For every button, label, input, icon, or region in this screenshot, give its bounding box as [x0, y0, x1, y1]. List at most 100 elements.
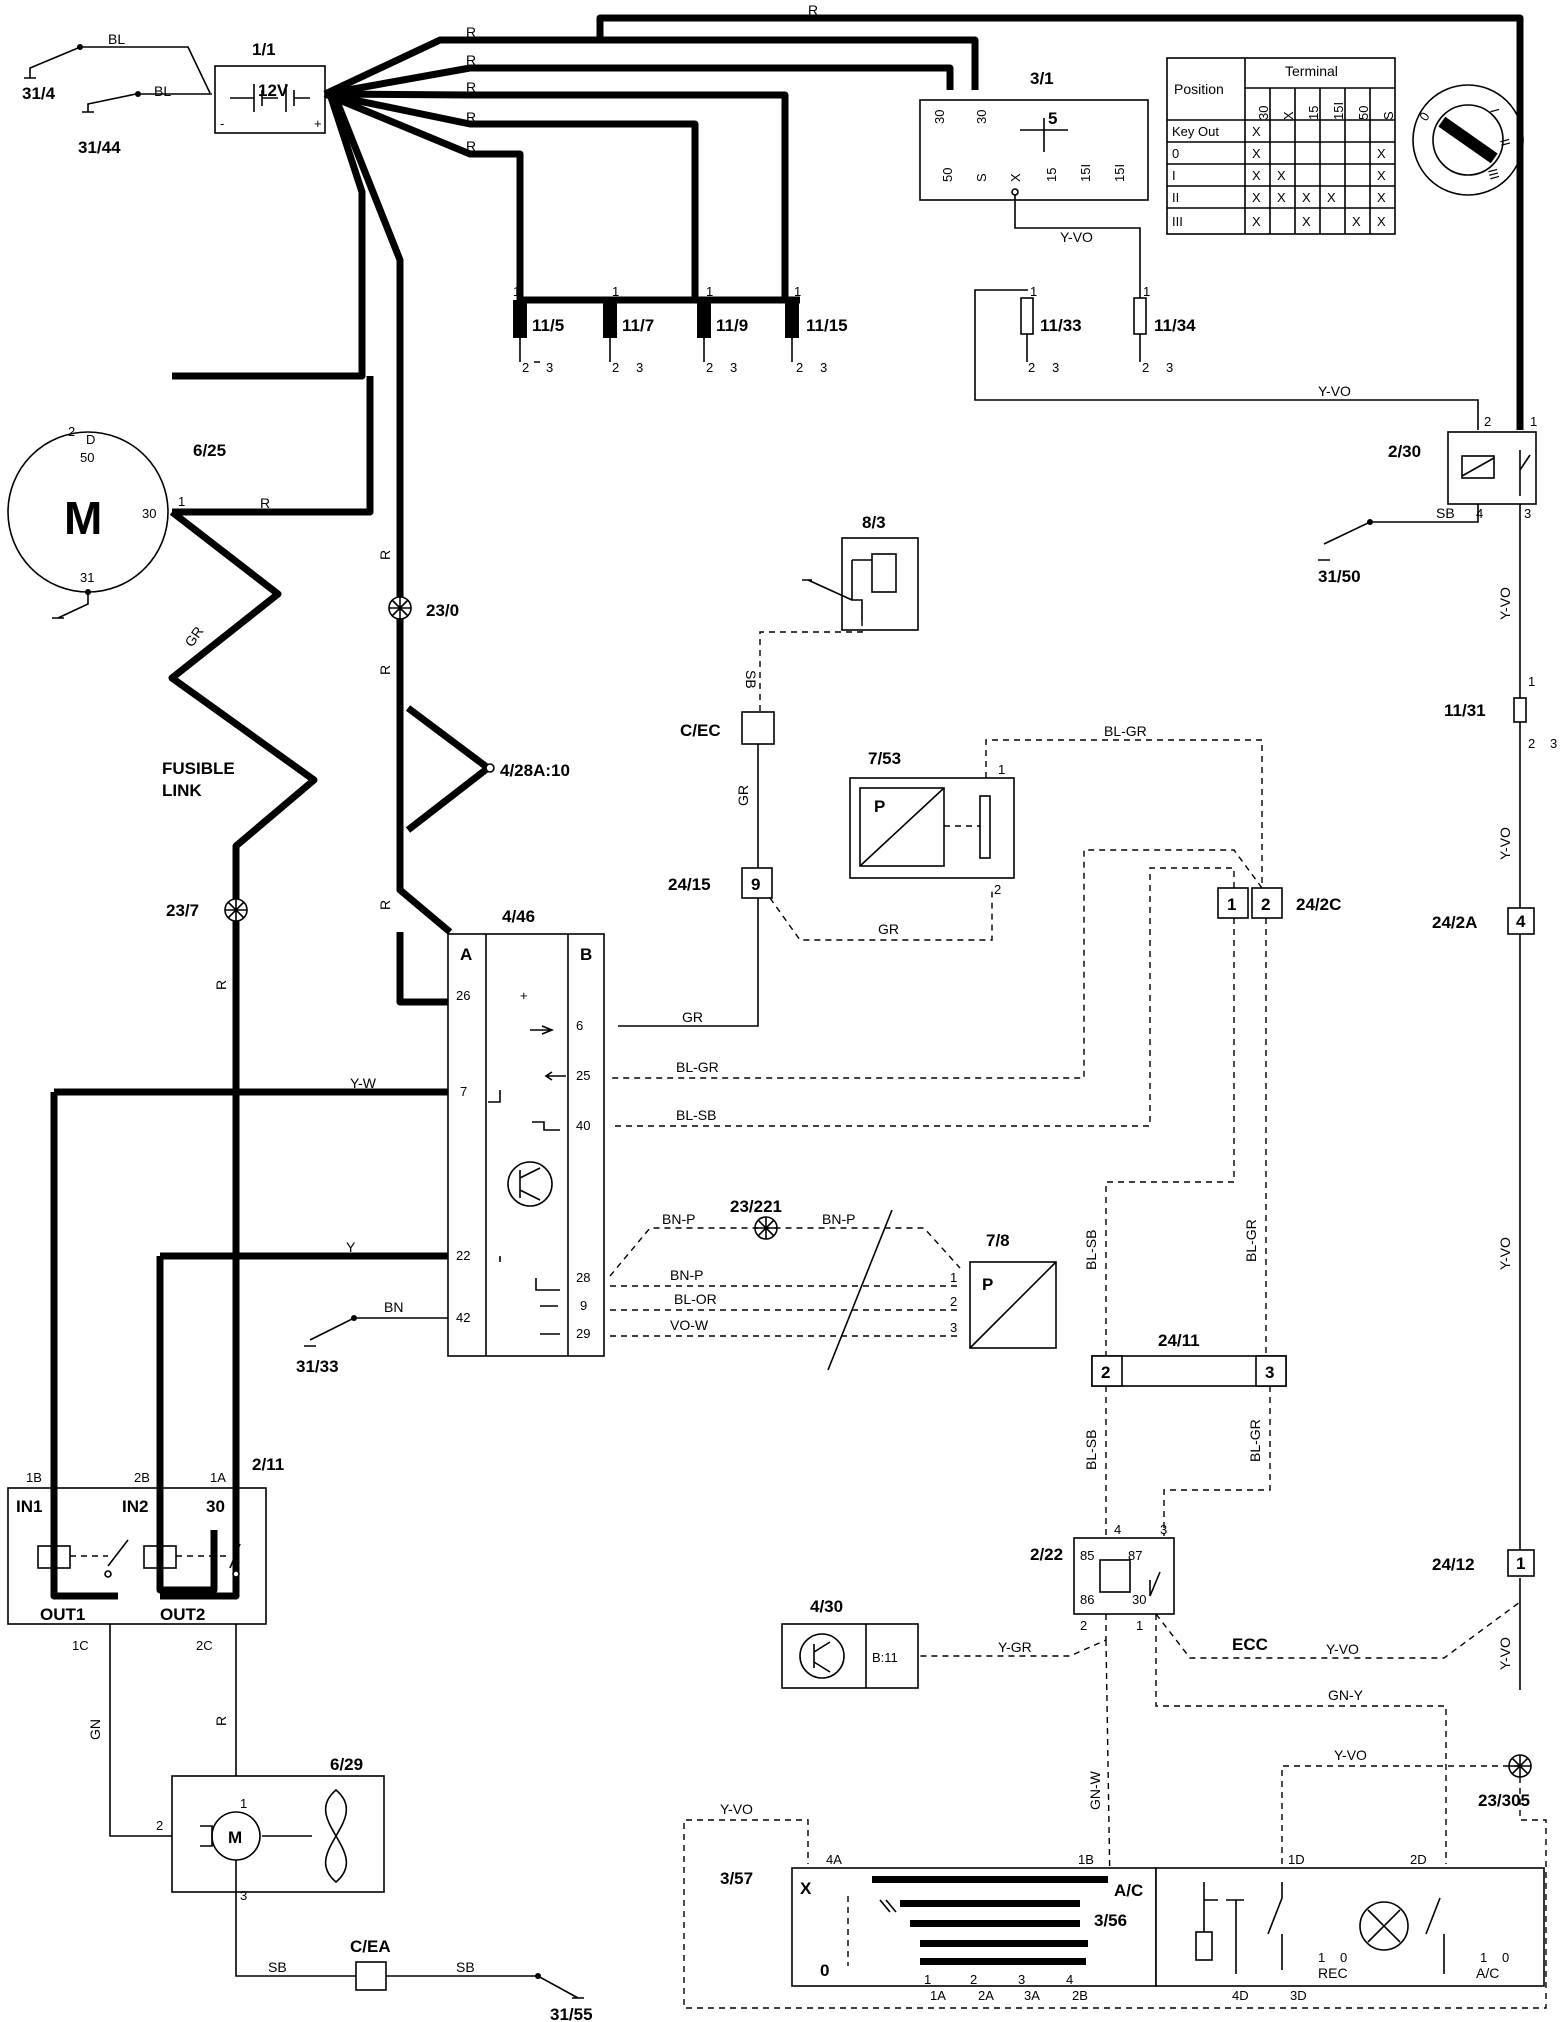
svg-text:30: 30: [932, 110, 947, 124]
table-row-label: I: [1172, 168, 1176, 183]
svg-text:I: I: [1487, 107, 1502, 114]
svg-text:B:11: B:11: [872, 1650, 898, 1665]
wire-label: VO-W: [670, 1317, 709, 1333]
wire-label: GR: [181, 623, 206, 649]
fuse-11-15: 1 11/15 2 3: [785, 284, 848, 375]
svg-text:2: 2: [1142, 360, 1149, 375]
wire-label: BN-P: [822, 1211, 855, 1227]
table-mark: X: [1252, 146, 1261, 161]
svg-text:Position: Position: [1174, 81, 1224, 97]
starter-motor-6-25: M 6/25 50 2 D 30 1 31: [7, 424, 226, 619]
svg-text:23/7: 23/7: [166, 901, 199, 920]
table-row-label: III: [1172, 214, 1183, 229]
svg-text:2B: 2B: [1072, 1988, 1088, 2003]
svg-text:15I: 15I: [1331, 102, 1346, 120]
svg-text:1: 1: [706, 284, 713, 299]
svg-text:X: X: [1281, 111, 1296, 120]
svg-text:7: 7: [460, 1084, 467, 1099]
wire-label: SB: [1436, 505, 1455, 521]
wire-label: BL-GR: [1104, 723, 1147, 739]
svg-text:1: 1: [950, 1270, 957, 1285]
svg-text:4/46: 4/46: [502, 907, 535, 926]
svg-text:1C: 1C: [72, 1638, 89, 1653]
svg-text:OUT1: OUT1: [40, 1605, 85, 1624]
svg-text:1B: 1B: [26, 1470, 42, 1485]
svg-text:7/53: 7/53: [868, 749, 901, 768]
connector-24-12: 1 24/12: [1432, 1549, 1535, 1577]
connector-c-ec: C/EC: [680, 711, 775, 745]
fuse-11-31: 11/31 1 2 3: [1444, 674, 1557, 751]
svg-text:3: 3: [1018, 1972, 1025, 1987]
svg-text:30: 30: [974, 110, 989, 124]
connector-24-15: 9 24/15: [668, 867, 773, 899]
svg-text:3: 3: [730, 360, 737, 375]
wire-label: R: [213, 1716, 229, 1726]
svg-text:86: 86: [1080, 1592, 1094, 1607]
wire-label: R: [466, 24, 476, 40]
svg-text:2/22: 2/22: [1030, 1545, 1063, 1564]
svg-text:REC: REC: [1318, 1965, 1348, 1981]
splice-23-0: 23/0: [388, 596, 459, 620]
ground-31-4: 31/4: [22, 44, 83, 103]
wire-label: GR: [878, 921, 899, 937]
svg-text:24/15: 24/15: [668, 875, 711, 894]
svg-text:22: 22: [456, 1248, 470, 1263]
svg-text:P: P: [982, 1275, 993, 1294]
svg-text:1/1: 1/1: [252, 40, 276, 59]
ignition-switch-table: Terminal Position 30 X 15 15I 50 S Key O…: [1166, 57, 1396, 235]
svg-text:2B: 2B: [134, 1470, 150, 1485]
fan-motor-6-29: 6/29 M 1 2 3: [156, 1755, 385, 1903]
svg-text:6/25: 6/25: [193, 441, 226, 460]
svg-text:1: 1: [1030, 284, 1037, 299]
svg-text:6: 6: [576, 1018, 583, 1033]
svg-text:0: 0: [1340, 1950, 1347, 1965]
svg-text:31: 31: [80, 570, 94, 585]
svg-text:3: 3: [1524, 506, 1531, 521]
svg-text:S: S: [1381, 111, 1396, 120]
svg-text:4: 4: [1476, 506, 1483, 521]
wire-label: BL: [108, 31, 125, 47]
wire-label: R: [808, 2, 818, 18]
wire-label: BL-SB: [1083, 1230, 1099, 1270]
fuse-11-34: 1 11/34 2 3: [1133, 284, 1196, 375]
svg-text:1: 1: [1528, 674, 1535, 689]
svg-text:4A: 4A: [826, 1852, 842, 1867]
table-mark: X: [1277, 168, 1286, 183]
wire-label: GN-W: [1087, 1770, 1103, 1810]
svg-text:2/30: 2/30: [1388, 442, 1421, 461]
svg-text:11/33: 11/33: [1040, 316, 1082, 335]
svg-text:+: +: [520, 988, 528, 1003]
fuse-11-5: 1 11/5 2 3: [513, 284, 564, 375]
svg-text:0: 0: [1502, 1950, 1509, 1965]
svg-text:1: 1: [1143, 284, 1150, 299]
connector-24-2a: 4 24/2A: [1432, 907, 1535, 935]
svg-text:15I: 15I: [1112, 164, 1127, 182]
svg-text:50: 50: [1356, 106, 1371, 120]
svg-text:1D: 1D: [1288, 1852, 1305, 1867]
svg-text:30: 30: [1256, 106, 1271, 120]
ecm-4-46: 4/46 A B 26 + 7 22 42 6 25 40 28 9 29: [447, 907, 605, 1357]
svg-text:P: P: [874, 797, 885, 816]
fuse-11-33: 1 11/33 2 3: [1020, 284, 1082, 375]
svg-text:1: 1: [612, 284, 619, 299]
table-mark: X: [1377, 168, 1386, 183]
svg-text:3: 3: [820, 360, 827, 375]
wire-label: Y-VO: [1334, 1747, 1367, 1763]
wire-label: Y-VO: [1497, 827, 1513, 860]
svg-text:23/221: 23/221: [730, 1197, 782, 1216]
svg-text:31/44: 31/44: [78, 138, 121, 157]
relay-2-22: 2/22 85 87 86 30 4 3 2 1: [1030, 1522, 1175, 1633]
relay-2-30: 2/30 2 1 4 3: [1388, 414, 1537, 521]
svg-text:9: 9: [751, 875, 760, 894]
pressure-sensor-7-8: 7/8 P 1 2 3: [950, 1231, 1057, 1349]
ground-31-44: 31/44: [78, 91, 141, 157]
svg-text:8/3: 8/3: [862, 513, 886, 532]
svg-text:OUT2: OUT2: [160, 1605, 205, 1624]
relay-2-11: 2/11 1B 2B 1A IN1 IN2 30 OUT1 OUT2 1C 2C: [7, 1092, 284, 1653]
wire-label: SB: [456, 1959, 475, 1975]
table-mark: X: [1302, 190, 1311, 205]
svg-text:24/11: 24/11: [1158, 1331, 1200, 1350]
svg-text:1: 1: [1318, 1950, 1325, 1965]
svg-text:-: -: [220, 116, 224, 131]
wire-label: R: [377, 665, 393, 675]
